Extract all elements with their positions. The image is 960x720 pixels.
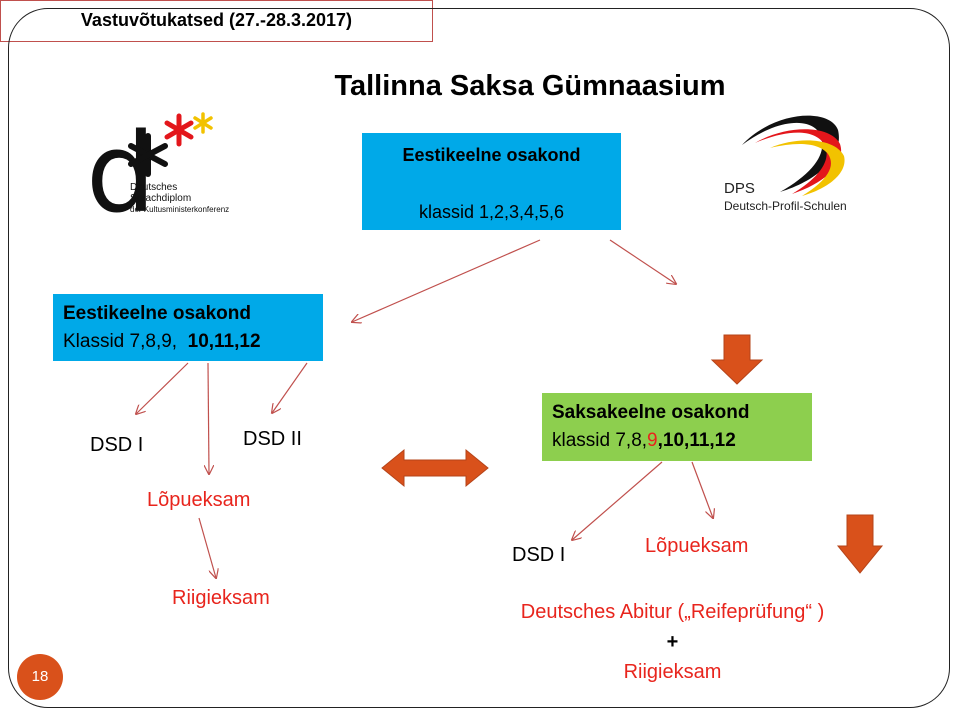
- estonian-dept-primary-title: Eestikeelne osakond: [402, 145, 581, 165]
- connector-left-to-dsd2: [272, 362, 308, 413]
- left-final-exam-label: Lõpueksam: [147, 489, 251, 511]
- down-arrow-right: [836, 514, 884, 574]
- page-number-badge: 18: [17, 654, 63, 700]
- right-dsd1-label: DSD I: [512, 544, 566, 566]
- right-final-exam-label: Lõpueksam: [645, 535, 749, 557]
- left-dsd2-label: DSD II: [243, 428, 302, 450]
- dsd-logo-text: Deutsches Sprachdiplom der Kultusministe…: [130, 182, 230, 214]
- estonian-dept-secondary-grades: Klassid 7,8,9, 10,11,12: [63, 331, 261, 352]
- estonian-dept-secondary-box: Eestikeelne osakond Klassid 7,8,9, 10,11…: [53, 294, 323, 361]
- german-dept-grades: klassid 7,8,9,10,11,12: [552, 430, 736, 451]
- german-dept-box: Saksakeelne osakond klassid 7,8,9,10,11,…: [542, 393, 812, 461]
- dps-swoosh-icon: [742, 115, 845, 196]
- right-state-exam-label: Riigieksam: [623, 661, 722, 683]
- connector-top-to-entrance: [609, 239, 676, 284]
- estonian-dept-secondary-title: Eestikeelne osakond: [63, 303, 251, 324]
- down-arrow-entrance: [710, 334, 764, 385]
- slide-frame: [8, 8, 950, 708]
- connector-green-to-final: [691, 461, 713, 518]
- page-title: Tallinna Saksa Gümnaasium: [334, 70, 726, 102]
- dsd-stars-icon: [128, 112, 213, 177]
- dps-logo-abbr: DPS: [724, 180, 755, 197]
- entrance-exam-box: Vastuvõtukatsed (27.-28.3.2017): [0, 0, 433, 42]
- connector-top-to-left: [352, 239, 541, 322]
- left-dsd1-label: DSD I: [90, 434, 144, 456]
- right-bottom-stack: Deutsches Abitur („Reifeprüfung“ ) + Rii…: [470, 597, 875, 687]
- estonian-dept-primary-grades: klassid 1,2,3,4,5,6: [418, 202, 565, 222]
- dsd-logo: d Deutsches Sprachdiplom der Kultusminis…: [82, 108, 242, 228]
- connector-green-to-dsd1: [572, 461, 663, 540]
- connector-left-to-dsd1: [136, 362, 189, 414]
- dps-logo: DPS Deutsch-Profil-Schulen: [720, 110, 880, 220]
- double-arrow: [381, 448, 489, 488]
- connector-left-to-final: [208, 362, 209, 474]
- plus-sign: +: [666, 631, 679, 653]
- connector-final-to-state: [198, 517, 216, 578]
- left-state-exam-label: Riigieksam: [172, 587, 270, 609]
- dps-logo-fullname: Deutsch-Profil-Schulen: [724, 199, 847, 213]
- abitur-label: Deutsches Abitur („Reifeprüfung“ ): [520, 601, 825, 623]
- german-dept-title: Saksakeelne osakond: [552, 402, 750, 423]
- dsd-logo-letter: d: [86, 109, 156, 237]
- estonian-dept-primary-box: Eestikeelne osakond klassid 1,2,3,4,5,6: [362, 133, 621, 230]
